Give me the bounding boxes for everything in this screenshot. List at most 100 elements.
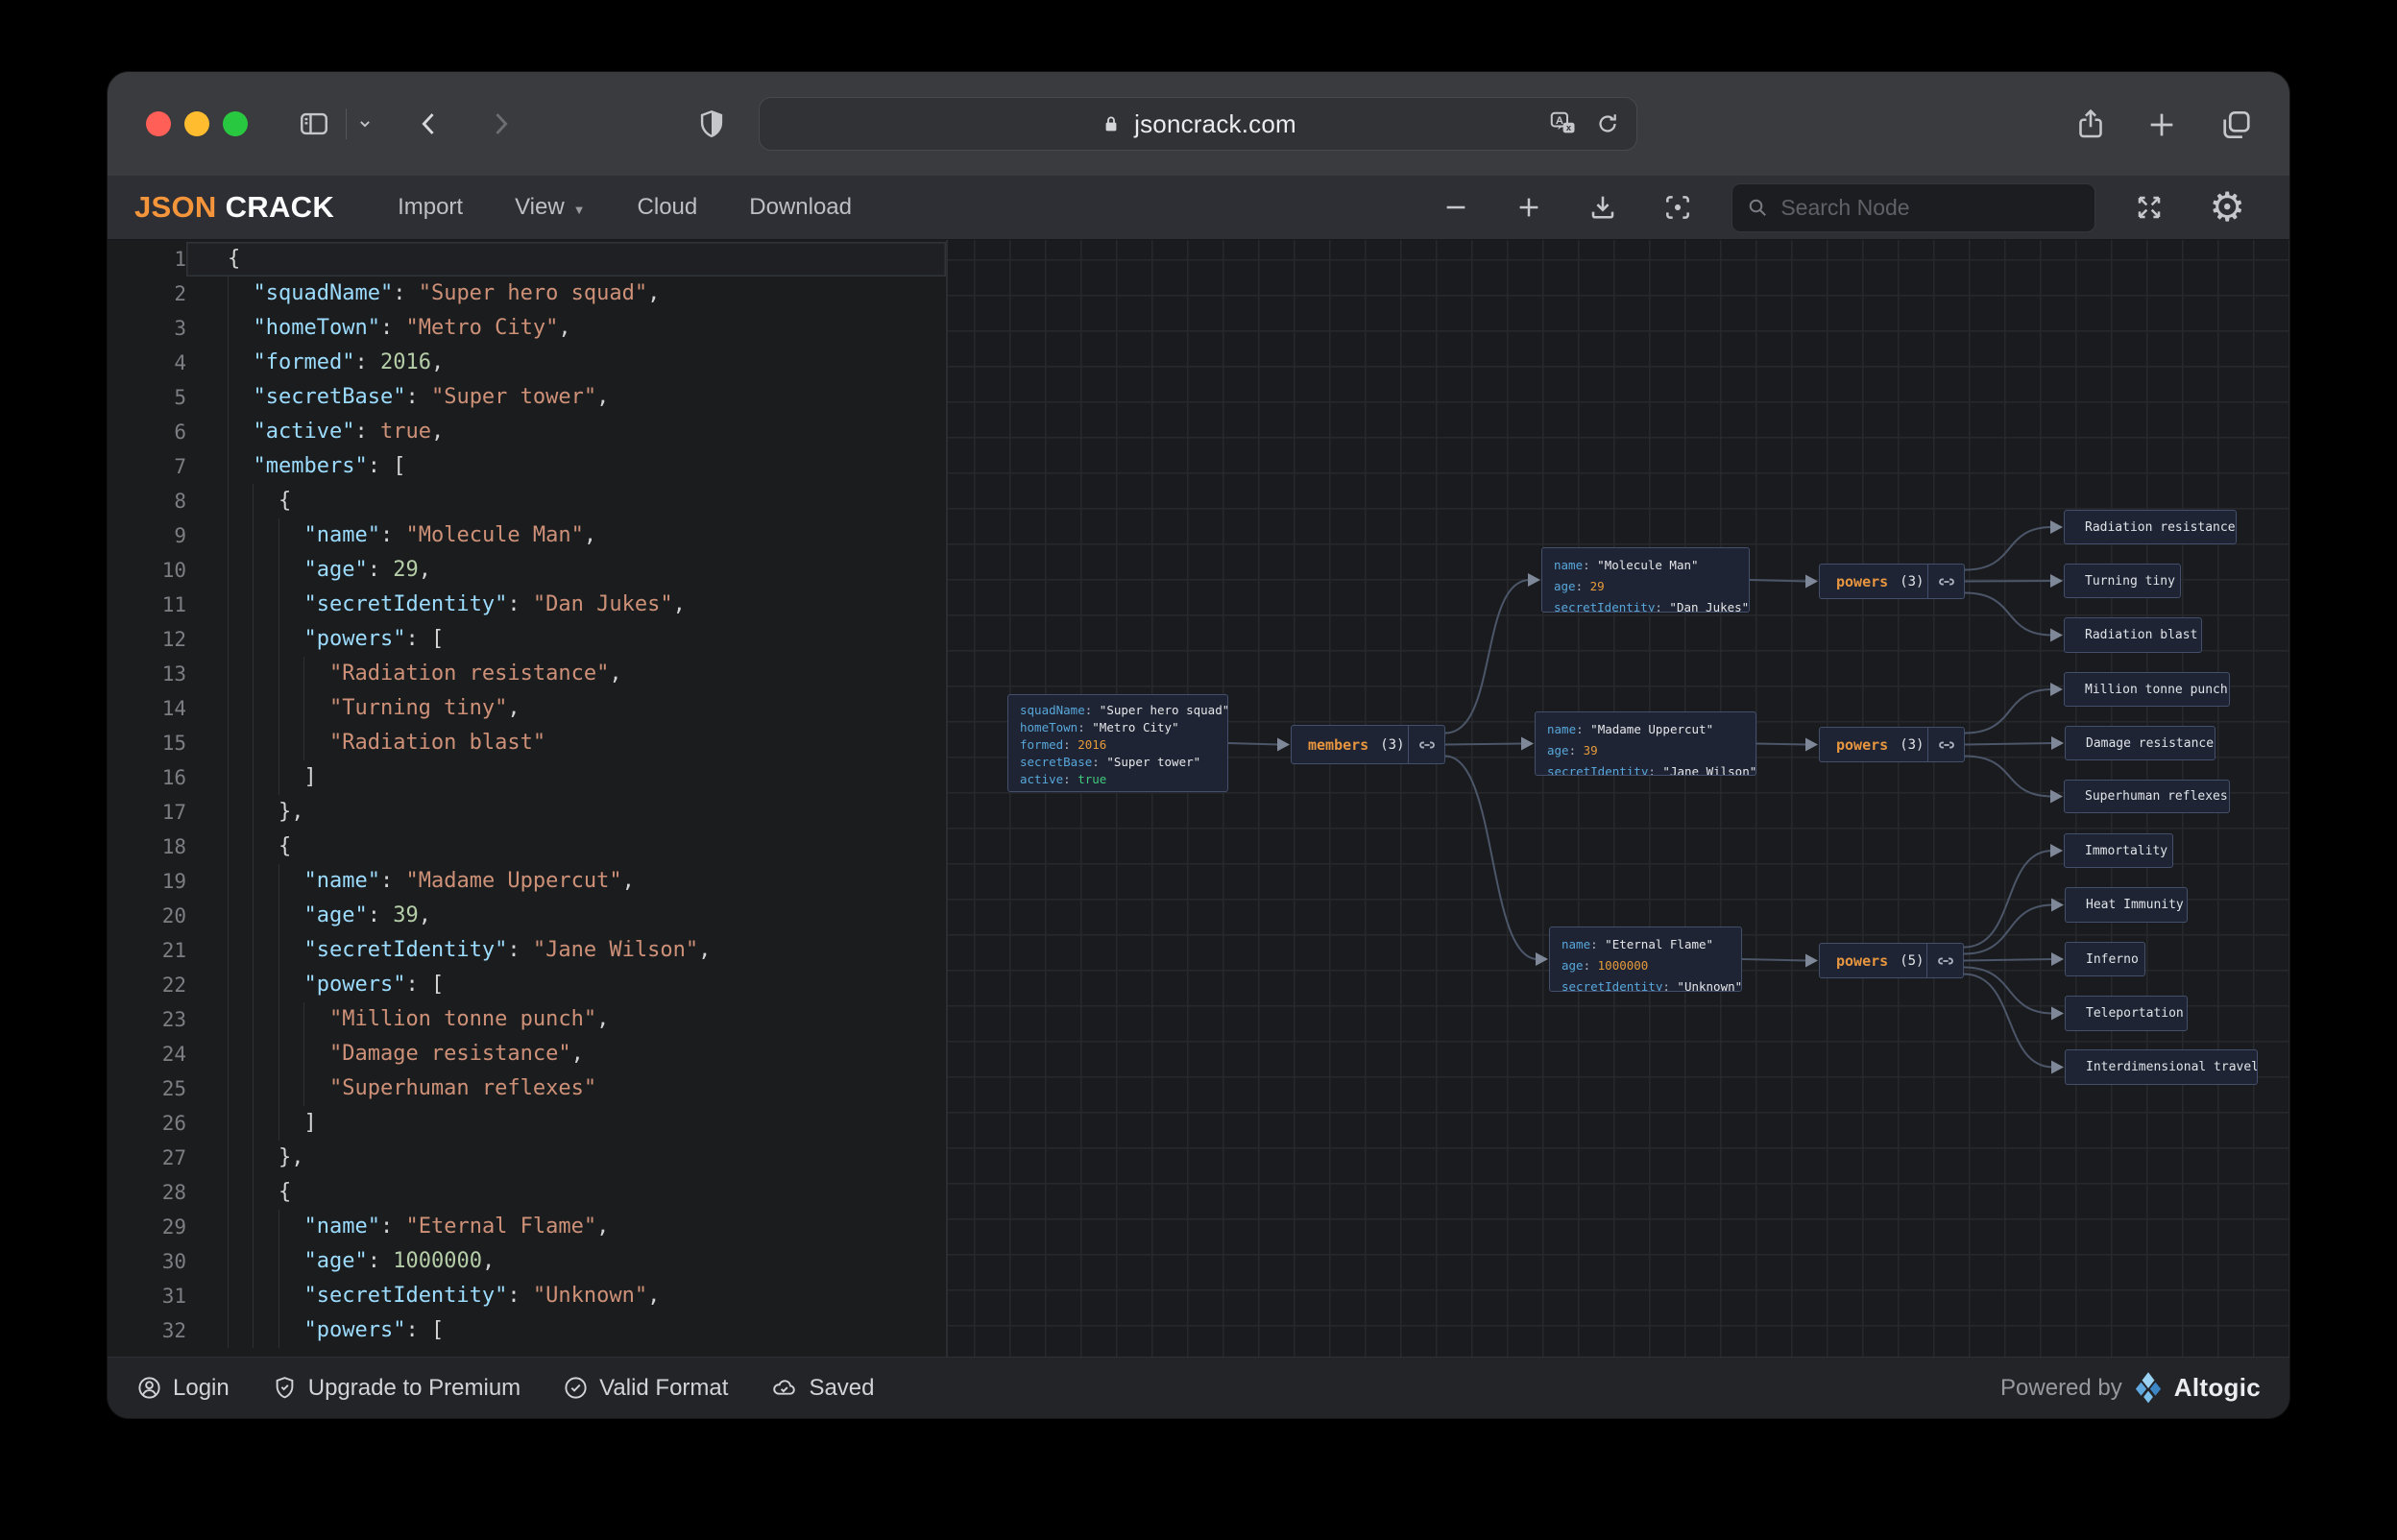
- download-image-button[interactable]: [1587, 192, 1618, 223]
- traffic-close-button[interactable]: [146, 111, 171, 136]
- menu-download[interactable]: Download: [749, 194, 852, 221]
- editor-line[interactable]: 18 {: [108, 830, 946, 864]
- editor-line[interactable]: 13 "Radiation resistance",: [108, 657, 946, 691]
- graph-node-p0[interactable]: powers(3): [1819, 564, 1965, 599]
- editor-line[interactable]: 6 "active": true,: [108, 415, 946, 449]
- line-number: 2: [174, 282, 186, 305]
- array-node-label: members: [1308, 735, 1369, 754]
- reload-icon[interactable]: [1594, 110, 1621, 137]
- center-view-button[interactable]: [1662, 192, 1693, 223]
- address-bar[interactable]: jsoncrack.com A x: [759, 97, 1637, 151]
- editor-line[interactable]: 31 "secretIdentity": "Unknown",: [108, 1279, 946, 1313]
- forward-button[interactable]: [484, 107, 517, 141]
- gear-icon[interactable]: ⚙: [2209, 183, 2245, 230]
- editor-line[interactable]: 12 "powers": [: [108, 622, 946, 657]
- editor-line[interactable]: 22 "powers": [: [108, 968, 946, 1002]
- graph-node-p2[interactable]: powers(5): [1819, 943, 1964, 978]
- editor-line[interactable]: 21 "secretIdentity": "Jane Wilson",: [108, 933, 946, 968]
- editor-line[interactable]: 14 "Turning tiny",: [108, 691, 946, 726]
- json-editor[interactable]: 1{2 "squadName": "Super hero squad",3 "h…: [108, 240, 946, 1357]
- editor-line[interactable]: 1{: [108, 242, 946, 277]
- editor-line[interactable]: 29 "name": "Eternal Flame",: [108, 1210, 946, 1244]
- graph-node-p1[interactable]: powers(3): [1819, 727, 1965, 762]
- graph-node-l1[interactable]: Turning tiny: [2064, 564, 2181, 598]
- expand-link-icon[interactable]: [1927, 950, 1963, 972]
- editor-line[interactable]: 27 },: [108, 1141, 946, 1175]
- statusbar-label: Saved: [809, 1374, 875, 1401]
- editor-line[interactable]: 8 {: [108, 484, 946, 518]
- zoom-in-button[interactable]: [1514, 193, 1543, 222]
- editor-line[interactable]: 17 },: [108, 795, 946, 830]
- menu-import[interactable]: Import: [398, 194, 463, 221]
- editor-line[interactable]: 24 "Damage resistance",: [108, 1037, 946, 1071]
- editor-line[interactable]: 25 "Superhuman reflexes": [108, 1071, 946, 1106]
- graph-canvas[interactable]: squadName: "Super hero squad"homeTown: "…: [948, 240, 2289, 1357]
- menu-cloud[interactable]: Cloud: [638, 194, 698, 221]
- editor-line[interactable]: 9 "name": "Molecule Man",: [108, 518, 946, 553]
- statusbar-upgrade-to-premium[interactable]: Upgrade to Premium: [272, 1375, 521, 1402]
- graph-node-l0[interactable]: Radiation resistance: [2064, 510, 2237, 544]
- graph-node-members[interactable]: members(3): [1291, 725, 1445, 764]
- editor-line[interactable]: 30 "age": 1000000,: [108, 1244, 946, 1279]
- graph-node-l7[interactable]: Heat Immunity: [2065, 887, 2188, 923]
- code-text: },: [186, 795, 946, 830]
- editor-line[interactable]: 20 "age": 39,: [108, 899, 946, 933]
- search-node-input[interactable]: [1780, 194, 2082, 221]
- indent-guide: [228, 311, 229, 346]
- editor-line[interactable]: 3 "homeTown": "Metro City",: [108, 311, 946, 346]
- graph-node-l6[interactable]: Immortality: [2064, 833, 2173, 868]
- chevron-down-icon[interactable]: [353, 114, 376, 133]
- expand-link-icon[interactable]: [1409, 734, 1444, 756]
- new-tab-icon[interactable]: [2145, 108, 2178, 141]
- share-icon[interactable]: [2073, 107, 2108, 143]
- fullscreen-icon[interactable]: [2134, 192, 2165, 223]
- powered-by[interactable]: Powered by Altogic: [2000, 1371, 2261, 1406]
- graph-node-l5[interactable]: Superhuman reflexes: [2064, 780, 2230, 813]
- graph-node-l10[interactable]: Interdimensional travel: [2065, 1049, 2258, 1085]
- editor-line[interactable]: 10 "age": 29,: [108, 553, 946, 588]
- editor-line[interactable]: 5 "secretBase": "Super tower",: [108, 380, 946, 415]
- zoom-out-button[interactable]: [1441, 193, 1470, 222]
- editor-line[interactable]: 7 "members": [: [108, 449, 946, 484]
- graph-node-l2[interactable]: Radiation blast: [2064, 617, 2202, 653]
- statusbar-login[interactable]: Login: [136, 1375, 230, 1402]
- indent-guide: [278, 588, 279, 622]
- statusbar-saved[interactable]: Saved: [770, 1374, 875, 1402]
- back-button[interactable]: [413, 107, 446, 141]
- editor-line[interactable]: 26 ]: [108, 1106, 946, 1141]
- traffic-minimize-button[interactable]: [184, 111, 209, 136]
- editor-line[interactable]: 28 {: [108, 1175, 946, 1210]
- editor-line[interactable]: 19 "name": "Madame Uppercut",: [108, 864, 946, 899]
- editor-line[interactable]: 11 "secretIdentity": "Dan Jukes",: [108, 588, 946, 622]
- graph-node-l3[interactable]: Million tonne punch: [2064, 672, 2230, 707]
- editor-line[interactable]: 2 "squadName": "Super hero squad",: [108, 277, 946, 311]
- editor-line[interactable]: 15 "Radiation blast": [108, 726, 946, 760]
- indent-guide: [253, 484, 254, 518]
- expand-link-icon[interactable]: [1928, 734, 1964, 756]
- code-text: "secretBase": "Super tower",: [186, 380, 946, 415]
- sidebar-icon[interactable]: [296, 108, 332, 140]
- node-key: secretBase: [1020, 755, 1093, 769]
- edge-arrowhead: [2050, 789, 2063, 804]
- editor-line[interactable]: 32 "powers": [: [108, 1313, 946, 1348]
- graph-node-l8[interactable]: Inferno: [2065, 942, 2145, 976]
- panel-resizer[interactable]: [946, 240, 948, 1357]
- menu-view[interactable]: View▼: [515, 194, 585, 221]
- edge-arrowhead: [2050, 520, 2063, 534]
- expand-link-icon[interactable]: [1928, 571, 1964, 592]
- privacy-shield-icon[interactable]: [695, 107, 728, 141]
- traffic-zoom-button[interactable]: [223, 111, 248, 136]
- editor-line[interactable]: 23 "Million tonne punch",: [108, 1002, 946, 1037]
- editor-line[interactable]: 4 "formed": 2016,: [108, 346, 946, 380]
- translate-icon[interactable]: A x: [1548, 109, 1577, 138]
- editor-line[interactable]: 16 ]: [108, 760, 946, 795]
- graph-node-l9[interactable]: Teleportation: [2065, 996, 2188, 1031]
- tab-overview-icon[interactable]: [2216, 107, 2253, 143]
- graph-node-root[interactable]: squadName: "Super hero squad"homeTown: "…: [1007, 694, 1228, 792]
- node-key: squadName: [1020, 703, 1085, 717]
- graph-node-l4[interactable]: Damage resistance: [2065, 726, 2215, 760]
